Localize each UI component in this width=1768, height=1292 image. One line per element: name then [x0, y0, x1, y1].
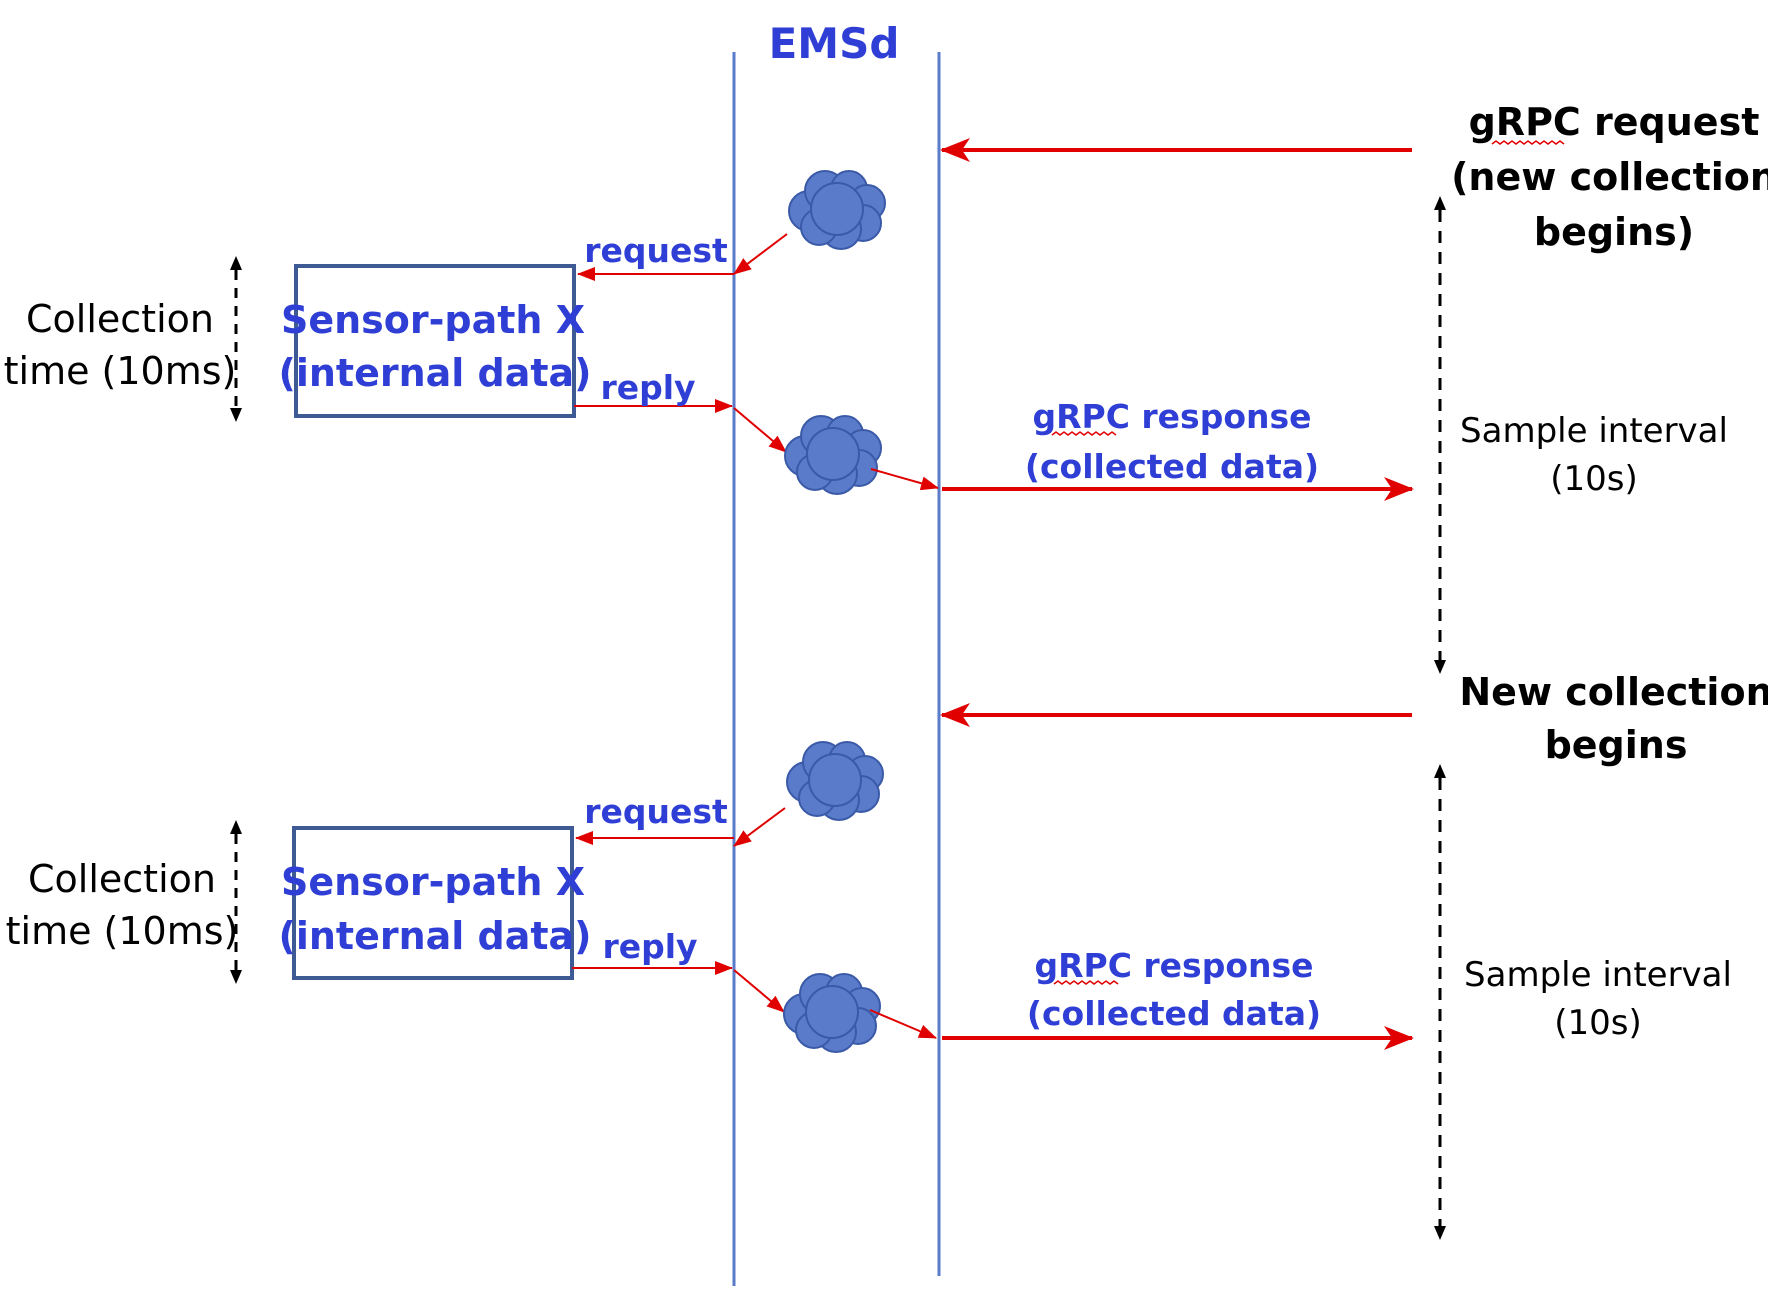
cloud-to-lifeline-arrow	[870, 468, 939, 491]
arrow-up-icon	[230, 820, 242, 834]
cloud-to-lifeline-arrow	[869, 1009, 937, 1039]
sensor-path-box	[292, 826, 574, 980]
collection-time-label: Collection	[26, 297, 214, 341]
arrow-down-icon	[1434, 660, 1446, 674]
collection-time-label: Collection	[28, 857, 216, 901]
grpc-response-sublabel: (collected data)	[1025, 447, 1319, 486]
sensor-path-subtitle: (internal data)	[278, 914, 591, 958]
cloud-icon	[788, 170, 886, 250]
reply-arrow-diag	[733, 969, 785, 1013]
grpc-request-heading-line3: begins)	[1534, 210, 1694, 254]
arrow-up-icon	[1434, 764, 1446, 778]
sensor-path-subtitle: (internal data)	[278, 351, 591, 395]
collection-time-value: time (10ms)	[4, 349, 237, 393]
reply-arrow-diag	[733, 407, 787, 453]
grpc-response-label: gRPC response	[1032, 397, 1311, 436]
request-label: request	[584, 792, 728, 831]
sensor-path-title: Sensor-path X	[281, 298, 585, 342]
arrow-up-icon	[230, 256, 242, 270]
grpc-response-sublabel: (collected data)	[1027, 994, 1321, 1033]
cloud-icon	[784, 415, 882, 495]
sensor-path-title: Sensor-path X	[281, 860, 585, 904]
arrow-up-icon	[1434, 196, 1446, 210]
request-arrow-diag	[733, 807, 786, 847]
sample-interval-value: (10s)	[1550, 459, 1638, 499]
spellcheck-underline	[1053, 980, 1119, 985]
grpc-response-label: gRPC response	[1034, 946, 1313, 985]
spellcheck-underline	[1491, 140, 1565, 145]
sample-interval-label: Sample interval	[1464, 955, 1732, 995]
sample-interval-label: Sample interval	[1460, 411, 1728, 451]
cloud-icon	[783, 973, 881, 1053]
sample-interval-value: (10s)	[1554, 1003, 1642, 1043]
arrow-down-icon	[230, 408, 242, 422]
lane-title: EMSd	[769, 19, 900, 68]
request-label: request	[584, 231, 728, 270]
cloud-icon	[786, 741, 884, 821]
request-arrow-diag	[733, 233, 788, 275]
reply-label: reply	[602, 927, 697, 966]
grpc-request-heading-line2: (new collection	[1451, 155, 1768, 199]
new-collection-heading: New collection	[1459, 670, 1768, 714]
sensor-path-box	[294, 264, 576, 418]
collection-time-value: time (10ms)	[6, 909, 239, 953]
spellcheck-underline	[1051, 431, 1117, 436]
arrow-down-icon	[1434, 1226, 1446, 1240]
grpc-request-heading: gRPC request	[1469, 100, 1760, 144]
new-collection-heading-line2: begins	[1545, 723, 1688, 767]
arrow-down-icon	[230, 970, 242, 984]
reply-label: reply	[600, 368, 695, 407]
